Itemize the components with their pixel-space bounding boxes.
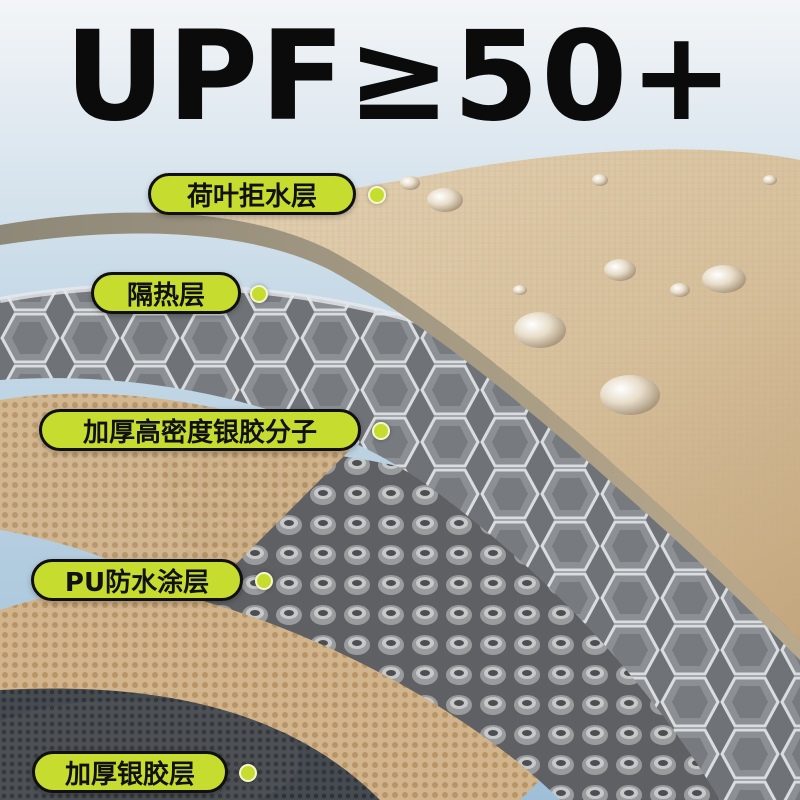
- label-silver-molecule-layer: 加厚高密度银胶分子: [39, 409, 361, 451]
- pointer-dot-waterproof: [368, 186, 386, 204]
- pointer-dot-pu-coating: [255, 572, 273, 590]
- label-waterproof-layer: 荷叶拒水层: [148, 173, 356, 215]
- water-droplets: [400, 174, 777, 415]
- pointer-dot-heat-insulation: [250, 285, 268, 303]
- pointer-dot-silver-molecule: [372, 422, 390, 440]
- upf-headline: UPF≥50+: [64, 5, 736, 149]
- label-pu-coating-layer: PU防水涂层: [31, 559, 243, 601]
- label-heat-insulation-layer: 隔热层: [91, 272, 241, 314]
- pointer-dot-silver-glue: [239, 764, 257, 782]
- label-silver-glue-layer: 加厚银胶层: [32, 751, 228, 793]
